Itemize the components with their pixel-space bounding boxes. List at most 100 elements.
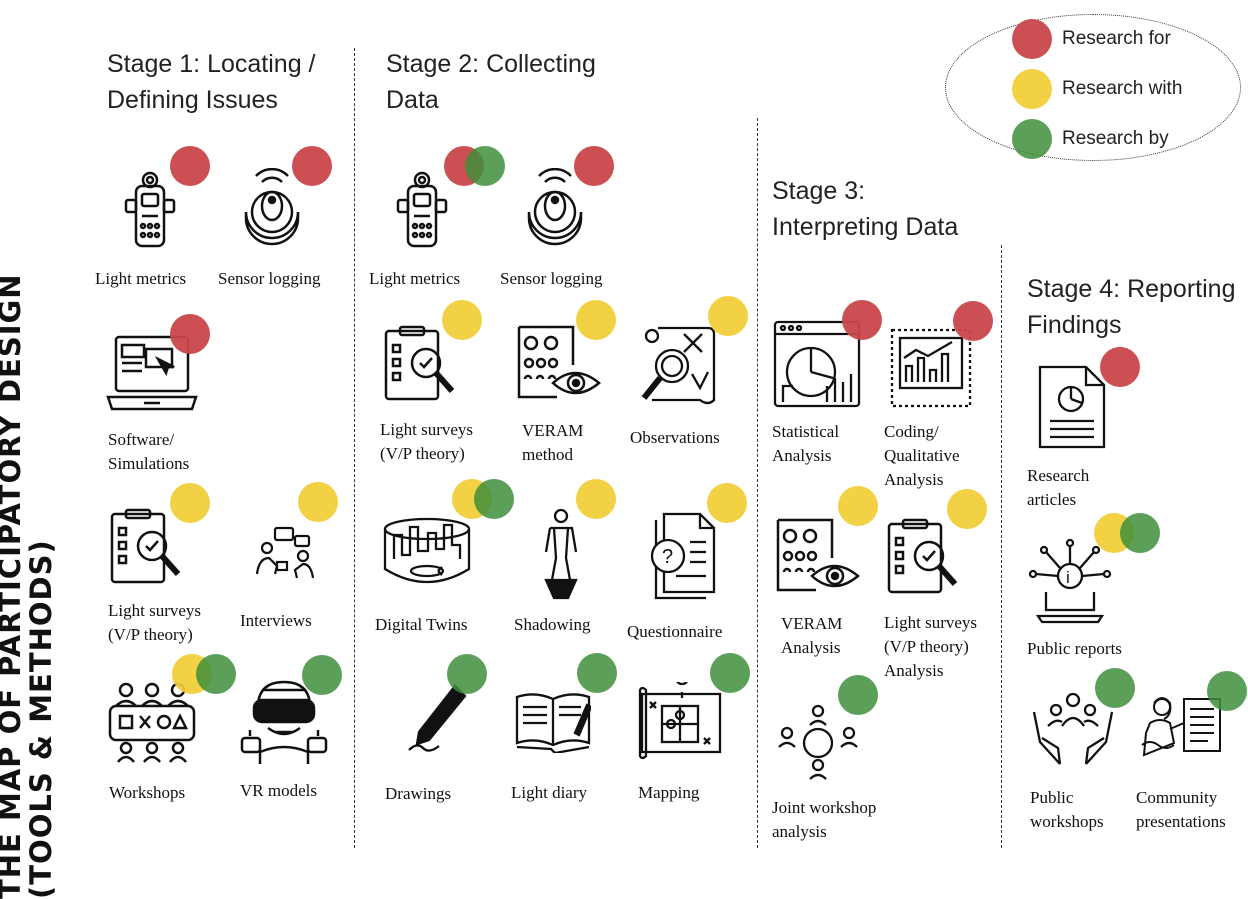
research-with-badge [707,483,747,523]
research-for-badge [292,146,332,186]
research-by-badge [1095,668,1135,708]
legend [945,14,1241,161]
clipboard-search-icon [384,325,455,401]
legend-label-research-with: Research with [1062,78,1183,99]
stage-3-heading: Stage 3: Interpreting Data [772,173,958,245]
legend-item-research-with: Research with [1012,69,1182,109]
questionnaire-icon: ? [650,512,716,600]
clipboard-search-icon [887,518,958,594]
map-title: THE MAP OF PARTICIPATORY DESIGN (TOOLS &… [0,59,61,899]
legend-item-research-for: Research for [1012,19,1171,59]
label-research-articles: Research articles [1027,464,1089,512]
research-for-badge [170,146,210,186]
research-with-badge [576,300,616,340]
research-for-badge [1100,347,1140,387]
label-light-surveys-stage-1: Light surveys (V/P theory) [108,599,201,647]
label-public-workshops-line-1: Public [1030,788,1074,807]
label-veram-analysis: VERAM Analysis [781,612,842,660]
label-community-line-2: presentations [1136,812,1226,831]
puzzle-map-icon [638,682,722,760]
label-joint-workshop-line-1: Joint workshop [772,798,877,817]
clipboard-search-icon [110,508,181,584]
stage-4-heading-line-1: Stage 4: Reporting [1027,275,1236,303]
label-coding-qualitative-analysis: Coding/ Qualitative Analysis [884,420,960,492]
digital-twin-icon [383,517,471,584]
research-by-badge [302,655,342,695]
label-research-articles-line-1: Research [1027,466,1090,485]
label-shadowing: Shadowing [514,615,591,634]
label-veram-method-line-2: method [522,445,573,464]
research-with-badge [576,479,616,519]
light-meter-icon [396,171,448,248]
legend-label-research-by: Research by [1062,128,1169,149]
map-title-line-2: (TOOLS & METHODS) [24,539,58,899]
magnifier-map-icon [641,326,716,405]
research-for-badge [953,301,993,341]
stage-4-heading-line-2: Findings [1027,311,1122,339]
eye-chart-icon [776,518,860,592]
stage-1-heading: Stage 1: Locating / Defining Issues [107,46,315,118]
info-laptop-icon: i [1028,538,1112,624]
workshop-icon [108,682,196,763]
stage-3-heading-line-1: Stage 3: [772,177,866,205]
label-public-reports: Public reports [1027,639,1122,658]
label-light-surveys-analysis-line-1: Light surveys [884,613,978,632]
label-light-surveys-stage-1-line-1: Light surveys [108,601,202,620]
label-light-surveys-stage-2-line-1: Light surveys [380,420,474,439]
research-by-badge [447,654,487,694]
meeting-table-icon [778,704,858,780]
label-digital-twins: Digital Twins [375,615,468,634]
svg-text:?: ? [662,546,673,568]
label-drawings: Drawings [385,784,452,803]
legend-dot-green [1012,119,1052,159]
research-with-badge [838,486,878,526]
dashboard-icon [773,320,861,408]
label-statistical-analysis: Statistical Analysis [772,420,839,468]
label-software-simulations: Software/ Simulations [108,428,189,476]
label-light-metrics-stage-2: Light metrics [369,269,461,288]
label-light-surveys-analysis-line-2: (V/P theory) [884,637,969,656]
sensor-icon [527,168,583,246]
presenter-icon [1141,697,1221,757]
label-coding-line-1: Coding/ [884,422,939,441]
divider-stage-3-4 [1001,245,1002,848]
research-by-badge [465,146,505,186]
label-statistical-analysis-line-1: Statistical [772,422,840,441]
label-sensor-logging-stage-2: Sensor logging [500,269,603,288]
research-for-badge [170,314,210,354]
research-with-badge [170,483,210,523]
research-by-badge [838,675,878,715]
label-veram-method: VERAM method [522,419,583,467]
label-vr-models: VR models [240,781,317,800]
laptop-icon [106,335,198,411]
pen-icon [408,684,467,752]
shadowing-icon [544,508,578,600]
label-software-simulations-line-2: Simulations [108,454,190,473]
research-by-badge [196,654,236,694]
label-coding-line-2: Qualitative [884,446,960,465]
label-interviews: Interviews [240,611,312,630]
research-by-badge [474,479,514,519]
stage-4-heading: Stage 4: Reporting Findings [1027,271,1235,343]
label-veram-method-line-1: VERAM [522,421,584,440]
stage-2-heading: Stage 2: Collecting Data [386,46,596,118]
map-title-line-1: THE MAP OF PARTICIPATORY DESIGN [0,273,27,899]
label-research-articles-line-2: articles [1027,490,1077,509]
research-with-badge [708,296,748,336]
research-with-badge [298,482,338,522]
legend-label-research-for: Research for [1062,28,1171,49]
label-light-metrics-stage-1: Light metrics [95,269,187,288]
label-light-surveys-analysis: Light surveys (V/P theory) Analysis [884,611,977,683]
label-software-simulations-line-1: Software/ [108,430,175,449]
research-by-badge [710,653,750,693]
legend-dot-red [1012,19,1052,59]
research-for-badge [574,146,614,186]
research-by-badge [1120,513,1160,553]
label-joint-workshop-analysis: Joint workshop analysis [772,796,876,844]
label-light-surveys-stage-1-line-2: (V/P theory) [108,625,193,644]
stage-3-heading-line-2: Interpreting Data [772,213,959,241]
eye-chart-icon [517,325,601,399]
label-community-presentations: Community presentations [1136,786,1226,834]
research-with-badge [947,489,987,529]
label-statistical-analysis-line-2: Analysis [772,446,832,465]
